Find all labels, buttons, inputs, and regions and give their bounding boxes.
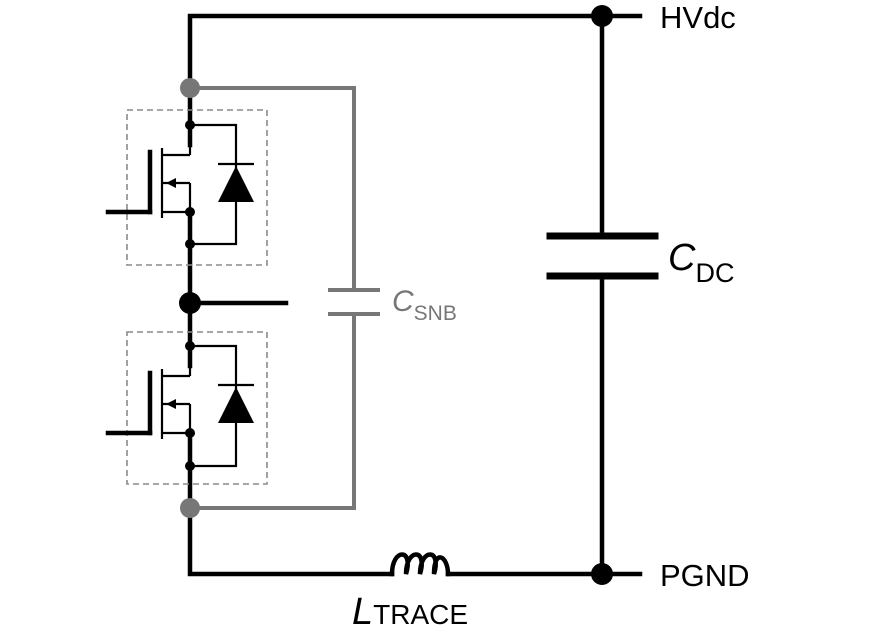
upper-switch-module xyxy=(105,109,268,266)
ltrace-label-sub: TRACE xyxy=(373,599,468,630)
upper-diode xyxy=(190,123,254,246)
csnb-label: CSNB xyxy=(392,285,457,325)
upper-anode-dot xyxy=(185,239,195,249)
hvdc-rail xyxy=(187,13,643,91)
ltrace-label: LTRACE xyxy=(352,591,468,632)
csnb-label-sub: SNB xyxy=(414,302,457,325)
upper-module-outline xyxy=(126,109,268,266)
snubber-top-node xyxy=(180,78,200,98)
lower-source-dot xyxy=(185,428,195,438)
lower-anode-dot xyxy=(185,461,195,471)
snubber-bottom-node xyxy=(180,498,200,518)
csnb-label-main: C xyxy=(392,285,414,318)
cdc-label-sub: DC xyxy=(695,258,734,288)
lower-mosfet xyxy=(105,346,192,439)
pgnd-rail xyxy=(187,505,643,577)
upper-mosfet xyxy=(105,125,192,218)
cdc-label-main: C xyxy=(668,237,696,279)
dc-link-capacitor xyxy=(546,13,659,577)
hvdc-label: HVdc xyxy=(660,0,736,35)
upper-source-dot xyxy=(185,207,195,217)
snubber-capacitor xyxy=(190,86,380,510)
cdc-label: CDC xyxy=(668,237,734,288)
phase-node xyxy=(179,292,201,314)
lower-switch-module xyxy=(105,331,268,485)
lower-drain-dot xyxy=(185,341,195,351)
pgnd-label: PGND xyxy=(660,558,750,593)
lower-diode xyxy=(190,344,254,468)
pgnd-node xyxy=(591,563,613,585)
hvdc-node xyxy=(591,5,613,27)
junction-nodes xyxy=(179,5,613,585)
ltrace-label-main: L xyxy=(352,591,373,632)
lower-module-outline xyxy=(126,331,268,485)
upper-drain-dot xyxy=(185,120,195,130)
trace-inductor xyxy=(389,552,451,577)
